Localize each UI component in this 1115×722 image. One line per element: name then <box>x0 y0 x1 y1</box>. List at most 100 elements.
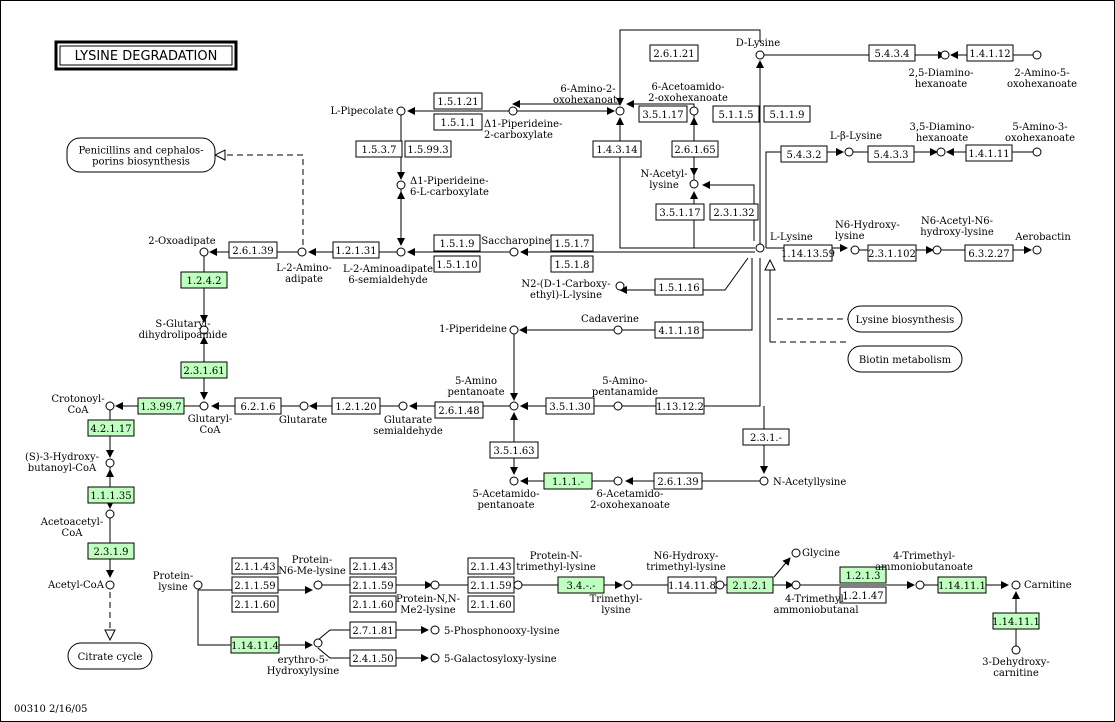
enzyme-e-1-5-1-8[interactable]: 1.5.1.8 <box>550 255 594 273</box>
enzyme-e-1-2-4-2[interactable]: 1.2.4.2 <box>180 271 228 289</box>
compound-cadaverine[interactable]: Cadaverine <box>581 314 639 335</box>
compound-acetamido-pentanoate[interactable]: 5-Acetamido-pentanoate <box>473 476 540 511</box>
compound-acetyl-coa[interactable]: Acetyl-CoA <box>47 580 115 591</box>
enzyme-box[interactable] <box>331 397 381 415</box>
compound-n6-acetyl-n6[interactable]: N6-Acetyl-N6-hydroxy-lysine <box>920 216 994 255</box>
compound-node[interactable] <box>759 476 769 486</box>
enzyme-box[interactable] <box>355 140 403 158</box>
enzyme-e-1-2-1-20[interactable]: 1.2.1.20 <box>331 397 381 415</box>
compound-node[interactable] <box>396 106 406 116</box>
compound-amino2oxo[interactable]: 6-Amino-2-oxohexanoate <box>553 84 625 116</box>
compound-node[interactable] <box>508 106 518 116</box>
enzyme-box[interactable] <box>867 145 915 163</box>
enzyme-e-1-5-1-10[interactable]: 1.5.1.10 <box>433 255 481 273</box>
compound-protein-trimethyl[interactable]: Protein-N-trimethyl-lysine <box>513 551 596 590</box>
enzyme-e-1-1-1-35[interactable]: 1.1.1.35 <box>87 486 135 504</box>
enzyme-box[interactable] <box>349 621 397 639</box>
compound-amino5oxo3[interactable]: 5-Amino-3-oxohexanoate <box>1005 122 1075 157</box>
enzyme-box[interactable] <box>839 586 887 604</box>
enzyme-e-1-5-1-21[interactable]: 1.5.1.21 <box>433 92 483 110</box>
enzyme-box[interactable] <box>654 321 704 339</box>
compound-node[interactable] <box>105 401 115 411</box>
compound-d-lysine[interactable]: D-Lysine <box>736 38 780 60</box>
enzyme-box[interactable] <box>349 557 397 575</box>
compound-l-beta-lysine[interactable]: L-β-Lysine <box>830 131 882 157</box>
enzyme-box[interactable] <box>543 472 593 490</box>
compound-node[interactable] <box>398 401 408 411</box>
enzyme-e-1-2-1-3[interactable]: 1.2.1.3 <box>839 566 887 584</box>
enzyme-e-2-1-1-59c[interactable]: 2.1.1.59 <box>467 576 515 594</box>
enzyme-e-2-3-1-32[interactable]: 2.3.1.32 <box>709 203 759 221</box>
enzyme-e-2-1-2-1[interactable]: 2.1.2.1 <box>726 576 774 594</box>
compound-node[interactable] <box>430 625 440 635</box>
enzyme-box[interactable] <box>349 576 397 594</box>
compound-node[interactable] <box>932 245 942 255</box>
compound-acetamido2oxo-top[interactable]: 6-Acetoamido-2-oxohexanoate <box>648 82 728 116</box>
enzyme-e-1-14-11-4[interactable]: 1.14.11.4 <box>230 636 280 654</box>
enzyme-e-2-6-1-21[interactable]: 2.6.1.21 <box>649 44 699 62</box>
compound-pipecolate[interactable]: L-Pipecolate <box>331 106 406 117</box>
enzyme-e-1-14-11-1a[interactable]: 1.14.11.1 <box>937 576 987 594</box>
enzyme-box[interactable] <box>726 576 774 594</box>
compound-erythro-hydroxylysine[interactable]: erythro-5-Hydroxylysine <box>267 638 339 677</box>
enzyme-box[interactable] <box>839 566 887 584</box>
enzyme-e-6-3-2-27[interactable]: 6.3.2.27 <box>964 244 1014 262</box>
compound-node[interactable] <box>430 653 440 663</box>
pathway-box[interactable] <box>847 345 963 373</box>
compound-node[interactable] <box>755 50 765 60</box>
compound-node[interactable] <box>715 580 725 590</box>
compound-node[interactable] <box>936 147 946 157</box>
compound-node[interactable] <box>613 476 623 486</box>
enzyme-e-3-4-dash[interactable]: 3.4.-.- <box>557 576 605 594</box>
enzyme-box[interactable] <box>349 649 397 667</box>
enzyme-e-2-3-1-9[interactable]: 2.3.1.9 <box>87 542 135 560</box>
compound-n6-hydroxy-trimethyl[interactable]: N6-Hydroxy-trimethyl-lysine <box>646 551 726 590</box>
enzyme-e-4-1-1-18[interactable]: 4.1.1.18 <box>654 321 704 339</box>
enzyme-e-2-3-1-dash[interactable]: 2.3.1.- <box>742 428 790 446</box>
pathway-box[interactable] <box>66 137 216 173</box>
compound-node[interactable] <box>940 50 950 60</box>
enzyme-box[interactable] <box>550 255 594 273</box>
compound-node[interactable] <box>844 147 854 157</box>
enzyme-box[interactable] <box>783 244 833 262</box>
compound-phosphonooxy[interactable]: 5-Phosphonooxy-lysine <box>430 625 560 637</box>
compound-node[interactable] <box>615 106 625 116</box>
enzyme-box[interactable] <box>557 576 605 594</box>
enzyme-e-2-3-1-61[interactable]: 2.3.1.61 <box>180 361 228 379</box>
compound-node[interactable] <box>193 580 203 590</box>
enzyme-box[interactable] <box>489 441 539 459</box>
enzyme-box[interactable] <box>550 234 594 252</box>
compound-node[interactable] <box>1032 147 1042 157</box>
compound-acetoacetyl[interactable]: Acetoacetyl-CoA <box>40 509 115 539</box>
compound-protein-lysine[interactable]: Protein-lysine <box>153 571 203 593</box>
enzyme-box[interactable] <box>653 472 703 490</box>
enzyme-box[interactable] <box>404 140 452 158</box>
compound-saccharopine[interactable]: Saccharopine <box>481 236 551 257</box>
enzyme-box[interactable] <box>671 140 719 158</box>
enzyme-e-2-4-1-50[interactable]: 2.4.1.50 <box>349 649 397 667</box>
compound-node[interactable] <box>430 580 440 590</box>
enzyme-e-3-5-1-17a[interactable]: 3.5.1.17 <box>638 105 688 123</box>
enzyme-e-2-3-1-102[interactable]: 2.3.1.102 <box>867 244 917 262</box>
enzyme-e-2-6-1-39b[interactable]: 2.6.1.39 <box>653 472 703 490</box>
compound-node[interactable] <box>396 180 406 190</box>
compound-node[interactable] <box>509 476 519 486</box>
enzyme-e-1-2-1-47[interactable]: 1.2.1.47 <box>839 586 887 604</box>
enzyme-e-3-5-1-63[interactable]: 3.5.1.63 <box>489 441 539 459</box>
enzyme-e-5-4-3-3[interactable]: 5.4.3.3 <box>867 145 915 163</box>
compound-glutaryl-lipoamide[interactable]: S-Glutaryl-dihydrolipoamide <box>139 319 228 341</box>
compound-amino5oxo[interactable]: 2-Amino-5-oxohexanoate <box>1007 50 1077 90</box>
compound-aerobactin[interactable]: Aerobactin <box>1014 232 1071 255</box>
enzyme-box[interactable] <box>231 557 279 575</box>
compound-node[interactable] <box>615 281 625 291</box>
enzyme-box[interactable] <box>709 203 759 221</box>
enzyme-e-1-13-12-2[interactable]: 1.13.12.2 <box>655 397 705 415</box>
enzyme-e-4-2-1-17[interactable]: 4.2.1.17 <box>87 419 135 437</box>
compound-dehydroxy-carnitine[interactable]: 3-Dehydroxy-carnitine <box>982 645 1050 679</box>
enzyme-e-1-5-1-16[interactable]: 1.5.1.16 <box>654 278 704 296</box>
enzyme-box[interactable] <box>712 105 760 123</box>
enzyme-e-1-2-1-31[interactable]: 1.2.1.31 <box>332 241 380 259</box>
enzyme-box[interactable] <box>332 241 380 259</box>
compound-node[interactable] <box>915 580 925 590</box>
